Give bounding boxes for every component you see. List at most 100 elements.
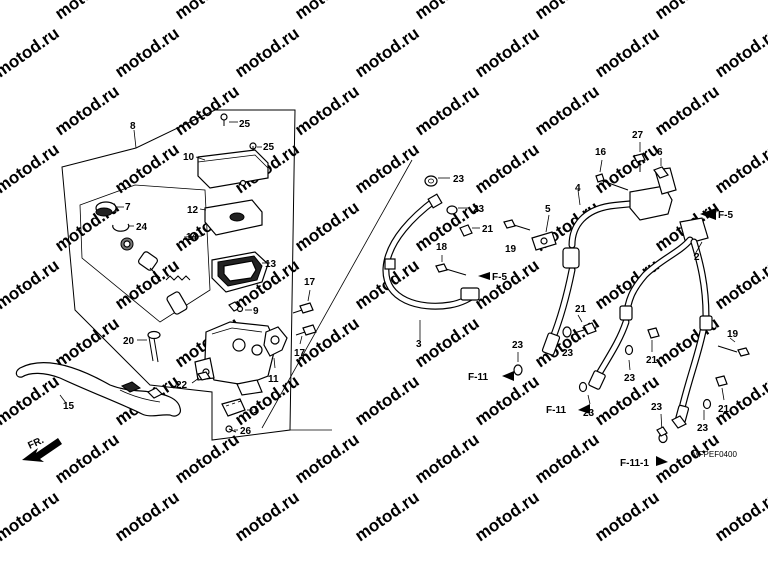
watermark-text: motod.ru	[291, 429, 362, 487]
label-part-5: 5	[545, 204, 551, 215]
watermark-text: motod.ru	[471, 139, 542, 197]
nut-22	[191, 371, 211, 384]
label-part-19-right: 19	[727, 329, 739, 340]
label-part-1: 1	[253, 405, 259, 416]
ref-f5-right: F-5	[718, 210, 733, 221]
group-connectors	[261, 159, 413, 431]
label-part-15: 15	[63, 401, 75, 412]
brake-hoses-group	[382, 142, 750, 466]
watermark-text: motod.ru	[0, 139, 63, 197]
ref-f11-b: F-11	[546, 405, 566, 416]
ref-f11-1: F-11-1	[620, 458, 649, 469]
watermark-text: motod.ru	[711, 255, 768, 313]
watermark-text: motod.ru	[471, 255, 542, 313]
watermark-text: motod.ru	[531, 81, 602, 139]
watermark-text: motod.ru	[591, 487, 662, 545]
label-part-27: 27	[632, 130, 644, 141]
label-part-23-d: 23	[512, 340, 524, 351]
brake-hose-2	[588, 236, 713, 424]
label-part-20: 20	[123, 336, 135, 347]
group-outline-14	[79, 184, 211, 323]
washer-23-a	[424, 175, 450, 187]
watermark-text: motod.ru	[0, 255, 63, 313]
watermark-text: motod.ru	[411, 0, 482, 23]
watermark-text: motod.ru	[291, 313, 362, 371]
watermark-text: motod.ru	[171, 429, 242, 487]
label-part-23-f: 23	[697, 423, 709, 434]
hose-end-lower-right	[656, 415, 687, 437]
label-part-26: 26	[240, 426, 252, 437]
label-part-19-upper: 19	[505, 244, 517, 255]
reference-labels: F-5 F-5 F-11 F-11 F-11-1 MFPEF0400	[468, 210, 737, 469]
label-part-23-g: 23	[583, 408, 595, 419]
banjo-bolt-21-d	[715, 375, 728, 401]
watermark-text: motod.ru	[111, 139, 182, 197]
label-part-21-b: 21	[575, 304, 587, 315]
washer-23-c	[562, 326, 572, 338]
f11-b-arrow	[578, 404, 590, 414]
label-part-9: 9	[253, 306, 259, 317]
label-part-21-d: 21	[718, 404, 730, 415]
label-part-2: 2	[694, 252, 700, 263]
bolt-17-upper	[292, 289, 314, 314]
bracket-5	[531, 214, 557, 251]
screw-25-top	[220, 113, 238, 126]
label-part-23-c: 23	[562, 348, 574, 359]
watermark-text: motod.ru	[711, 139, 768, 197]
watermark-text: motod.ru	[351, 139, 422, 197]
bolt-27	[633, 142, 646, 172]
watermark-text: motod.ru	[231, 23, 302, 81]
watermark-text: motod.ru	[291, 197, 362, 255]
watermark-text: motod.ru	[231, 487, 302, 545]
holder-11	[263, 326, 288, 369]
washer-23-g	[578, 381, 591, 405]
bolt-17-lower	[295, 324, 317, 345]
label-part-3: 3	[416, 339, 422, 350]
bolt-19-right	[717, 337, 750, 357]
label-part-21-a: 21	[482, 224, 494, 235]
label-part-25-top: 25	[239, 119, 251, 130]
watermark-text: motod.ru	[411, 429, 482, 487]
switch-1	[221, 398, 253, 417]
watermark-text: motod.ru	[0, 371, 63, 429]
watermark-text: motod.ru	[471, 487, 542, 545]
boot-7	[95, 201, 124, 217]
watermark-text: motod.ru	[111, 487, 182, 545]
watermark-text: motod.ru	[291, 81, 362, 139]
brake-hose-3	[382, 193, 480, 340]
watermark-text: motod.ru	[471, 23, 542, 81]
label-part-10: 10	[183, 152, 195, 163]
label-part-24: 24	[136, 222, 148, 233]
label-part-17-upper: 17	[304, 277, 316, 288]
watermark-text: motod.ru	[711, 487, 768, 545]
circlip-24	[112, 223, 134, 232]
f11-1-arrow	[656, 456, 668, 466]
watermark-text: motod.ru	[351, 23, 422, 81]
label-part-6: 6	[657, 147, 663, 158]
f5-left-arrow	[478, 272, 490, 280]
watermark-text: motod.ru	[351, 371, 422, 429]
watermark-text: motod.ru	[651, 81, 722, 139]
brake-lever-15	[15, 362, 181, 417]
label-part-7: 7	[125, 202, 131, 213]
label-part-21-c: 21	[646, 355, 658, 366]
group-outline-8	[61, 109, 296, 441]
label-part-13: 13	[265, 259, 277, 270]
watermark-text: motod.ru	[51, 81, 122, 139]
label-part-14: 14	[186, 232, 198, 243]
master-cylinder-group	[15, 109, 317, 462]
label-part-4: 4	[575, 183, 581, 194]
watermark-text: motod.ru	[411, 81, 482, 139]
watermark-text: motod.ru	[0, 23, 63, 81]
banjo-bolt-21-c	[647, 327, 660, 352]
label-part-18: 18	[436, 242, 448, 253]
bolt-18	[435, 255, 467, 276]
f11-a-arrow	[502, 371, 514, 381]
watermark-text: motod.ru	[111, 23, 182, 81]
watermark-text: motod.ru	[51, 429, 122, 487]
drawing-code: MFPEF0400	[692, 450, 737, 459]
banjo-bolt-21-b	[573, 314, 597, 335]
label-part-8: 8	[130, 121, 136, 132]
label-part-23-e: 23	[624, 373, 636, 384]
washer-23-e	[624, 344, 634, 371]
